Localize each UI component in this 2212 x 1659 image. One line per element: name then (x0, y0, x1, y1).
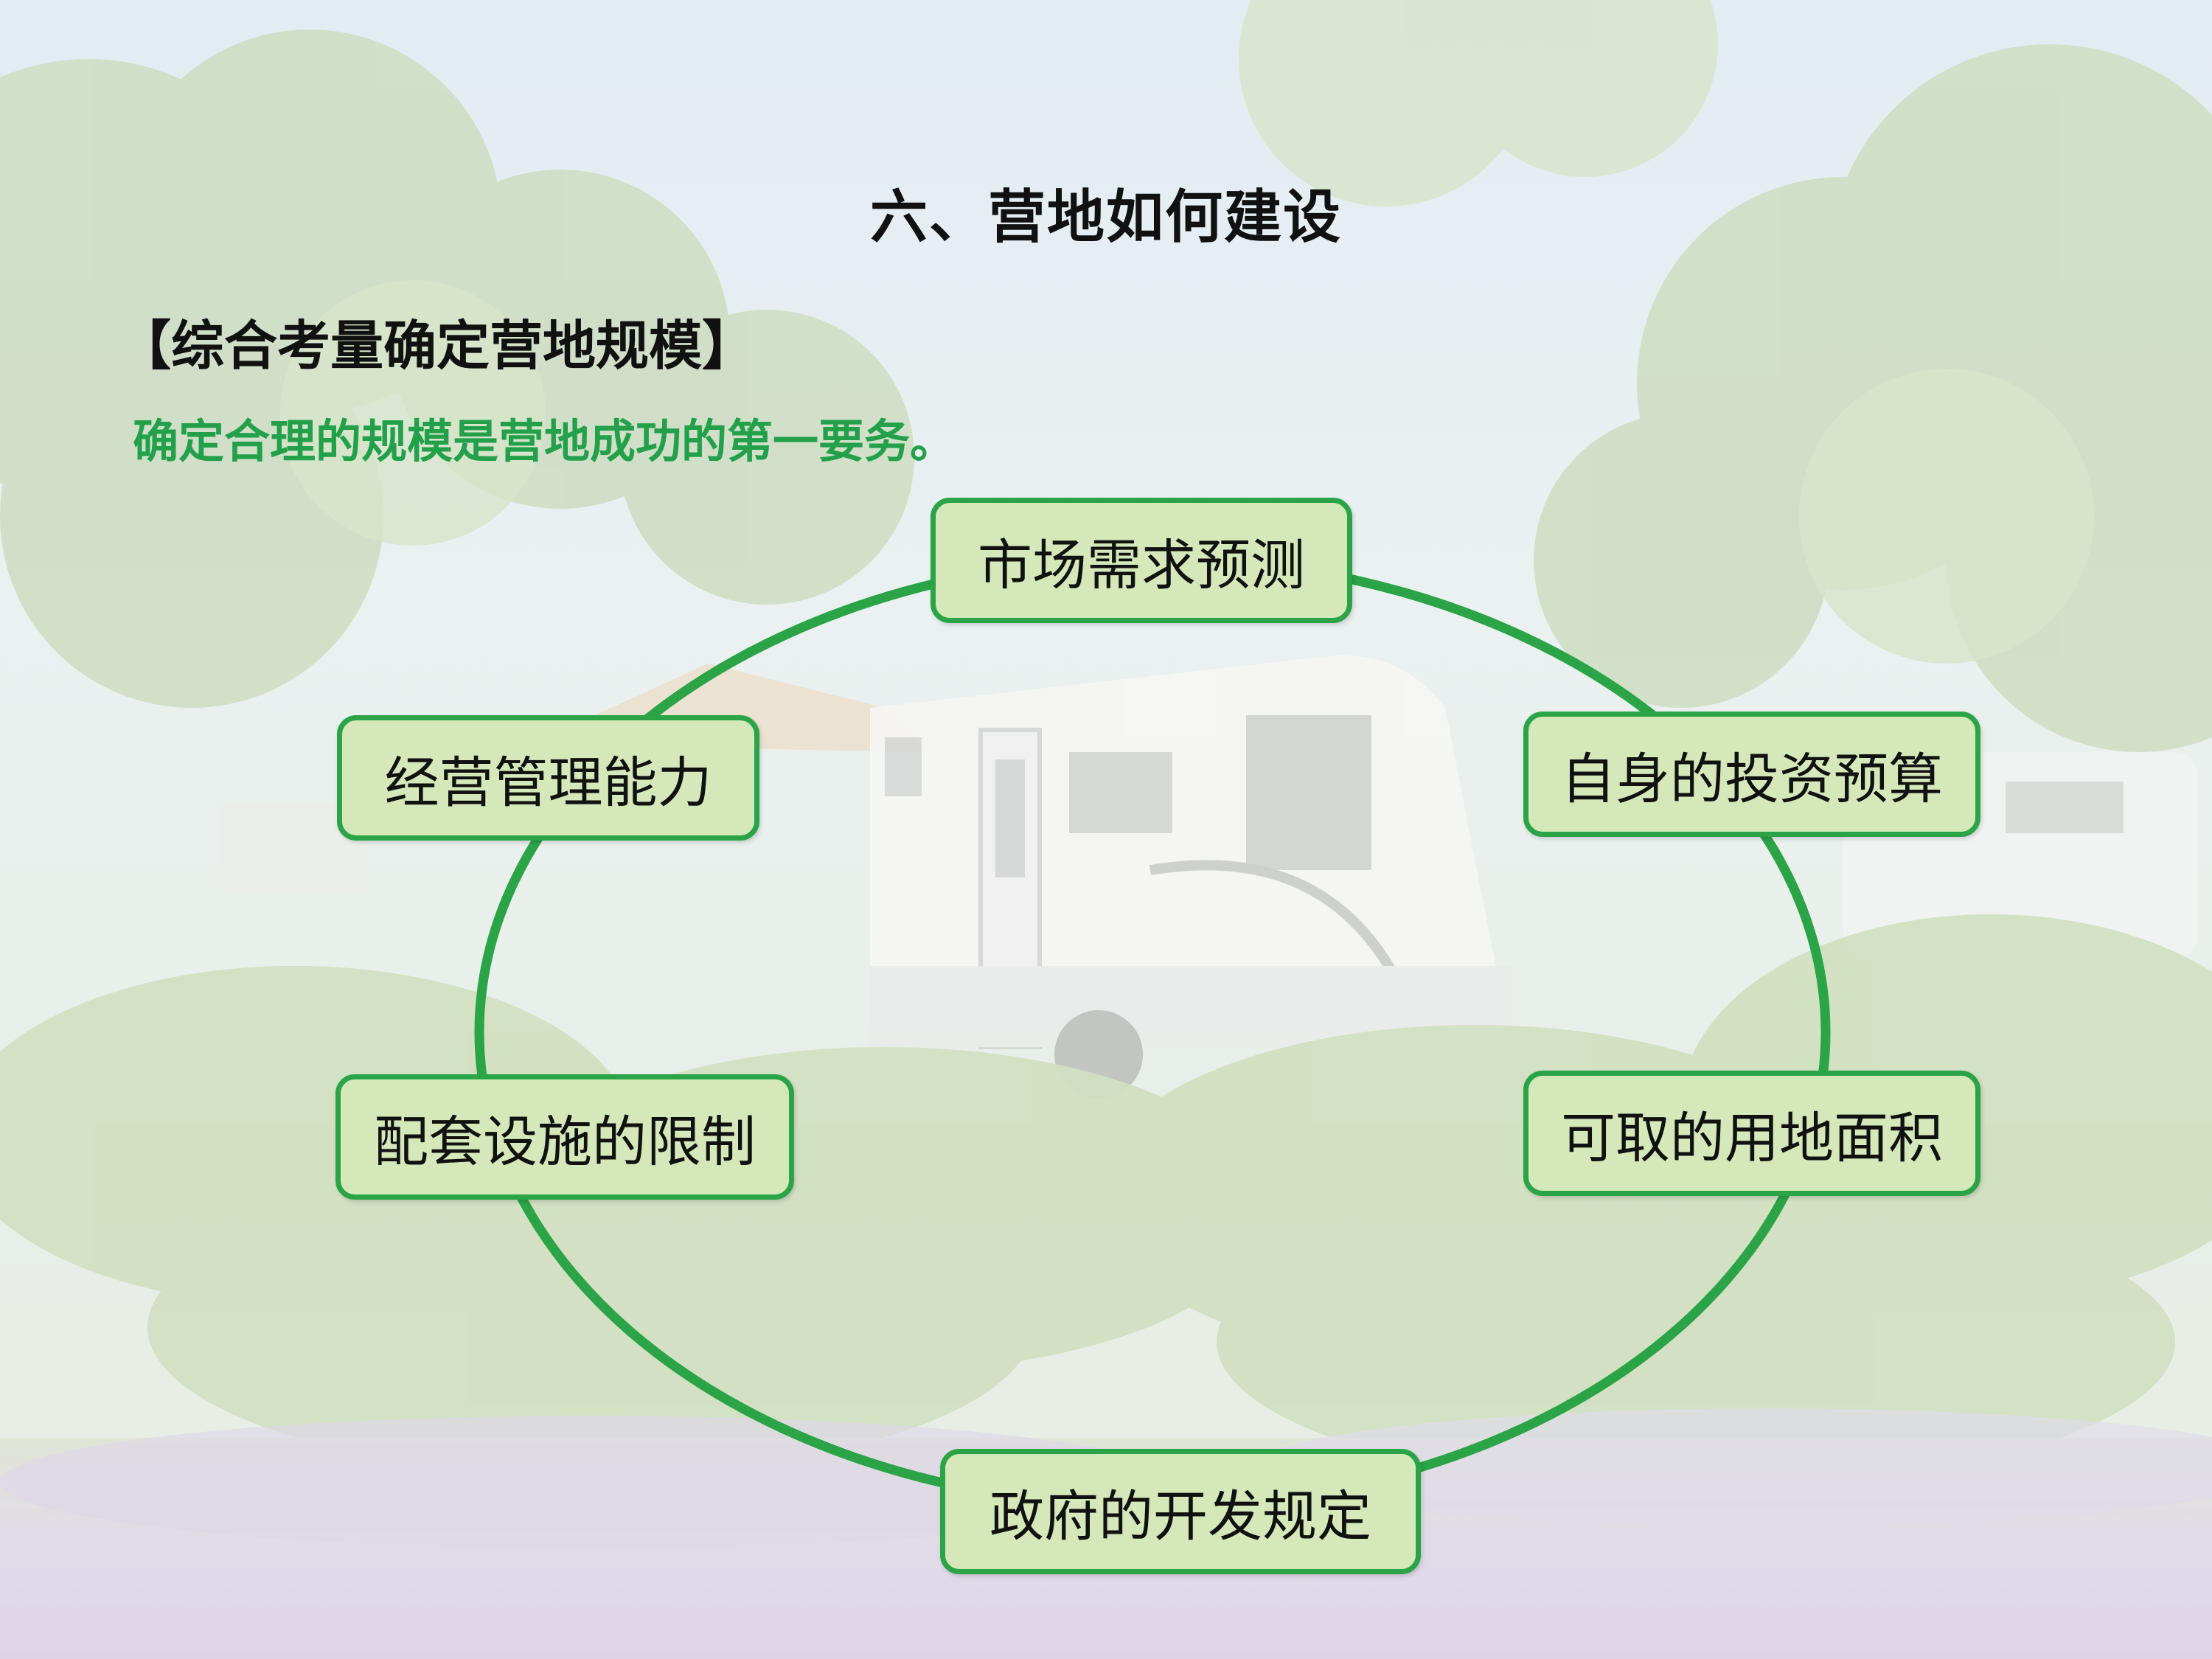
node-investment-budget: 自身的投资预算 (1523, 712, 1980, 837)
section-heading: 【综合考量确定营地规模】 (118, 315, 756, 377)
node-management-capability: 经营管理能力 (337, 715, 759, 841)
node-facility-constraints: 配套设施的限制 (335, 1074, 794, 1200)
lead-statement: 确定合理的规模是营地成功的第一要务。 (133, 414, 956, 468)
node-government-regulations: 政府的开发规定 (940, 1449, 1421, 1574)
node-market-demand: 市场需求预测 (931, 498, 1352, 623)
node-available-land: 可取的用地面积 (1523, 1071, 1980, 1196)
page-title: 六、营地如何建设 (869, 184, 1342, 251)
